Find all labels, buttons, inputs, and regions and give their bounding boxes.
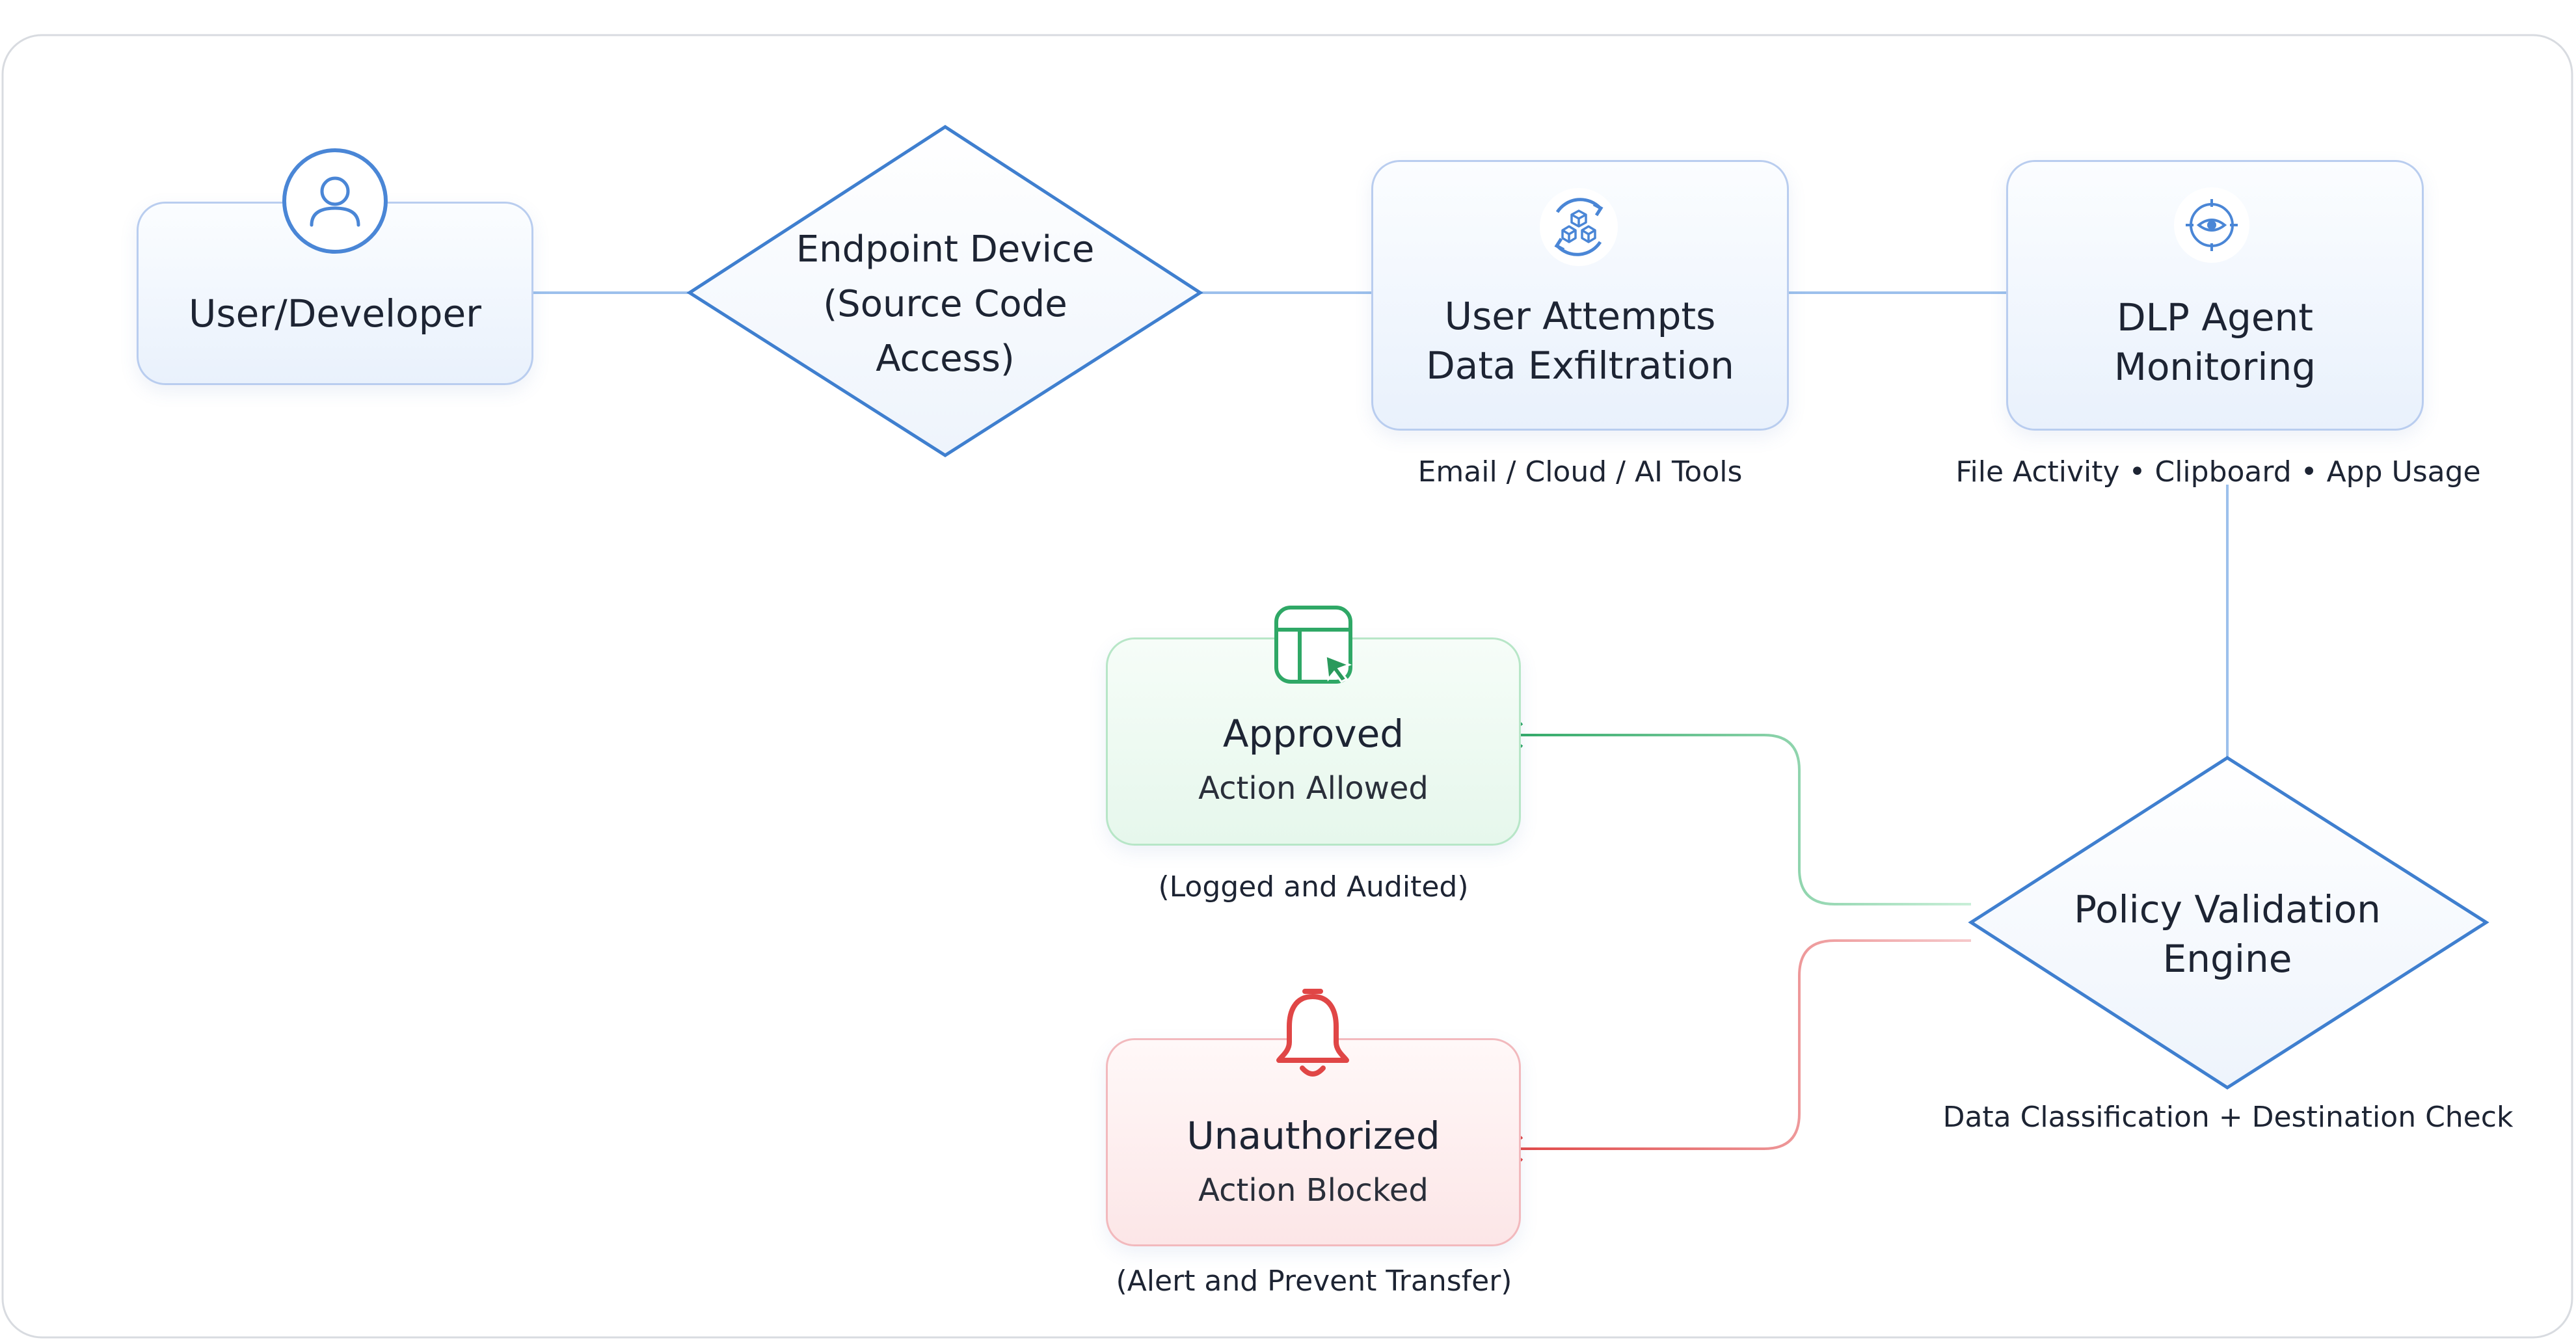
endpoint-device-label: Endpoint Device (Source Code Access): [748, 222, 1142, 386]
policy-engine-diamond: [1968, 756, 2489, 1090]
user-attempts-card: [1371, 160, 1789, 431]
dlp-agent-caption: File Activity • Clipboard • App Usage: [1955, 455, 2481, 489]
user-attempts-label: User Attempts Data Exfiltration: [1371, 291, 1789, 390]
dlp-agent-line2: Monitoring: [2113, 345, 2316, 389]
user-icon: [281, 147, 389, 255]
eye-target-icon: [2173, 186, 2251, 264]
user-developer-label: User/Developer: [188, 291, 482, 336]
window-cursor-icon: [1271, 602, 1356, 687]
policy-engine-caption: Data Classification + Destination Check: [1942, 1101, 2514, 1134]
approved-caption: (Logged and Audited): [1158, 870, 1469, 904]
user-attempts-line1: User Attempts: [1444, 294, 1716, 338]
policy-engine-label: Policy Validation Engine: [2039, 885, 2416, 984]
dlp-agent-line1: DLP Agent: [2116, 295, 2314, 340]
policy-line2: Engine: [2162, 937, 2292, 981]
dlp-agent-label: DLP Agent Monitoring: [2006, 293, 2424, 392]
user-attempts-line2: Data Exfiltration: [1426, 343, 1734, 388]
endpoint-line2: (Source Code: [823, 283, 1067, 325]
endpoint-line3: Access): [876, 338, 1015, 380]
unauthorized-title: Unauthorized: [1187, 1114, 1440, 1158]
endpoint-device-diamond: [686, 125, 1203, 457]
endpoint-line1: Endpoint Device: [796, 228, 1095, 271]
policy-line1: Policy Validation: [2074, 887, 2381, 931]
cubes-sync-icon: [1538, 186, 1620, 268]
approved-subtitle: Action Allowed: [1198, 770, 1429, 807]
user-attempts-caption: Email / Cloud / AI Tools: [1417, 455, 1743, 489]
unauthorized-subtitle: Action Blocked: [1198, 1172, 1429, 1209]
unauthorized-caption: (Alert and Prevent Transfer): [1116, 1265, 1512, 1298]
bell-icon: [1268, 986, 1357, 1084]
approved-title: Approved: [1222, 712, 1404, 756]
